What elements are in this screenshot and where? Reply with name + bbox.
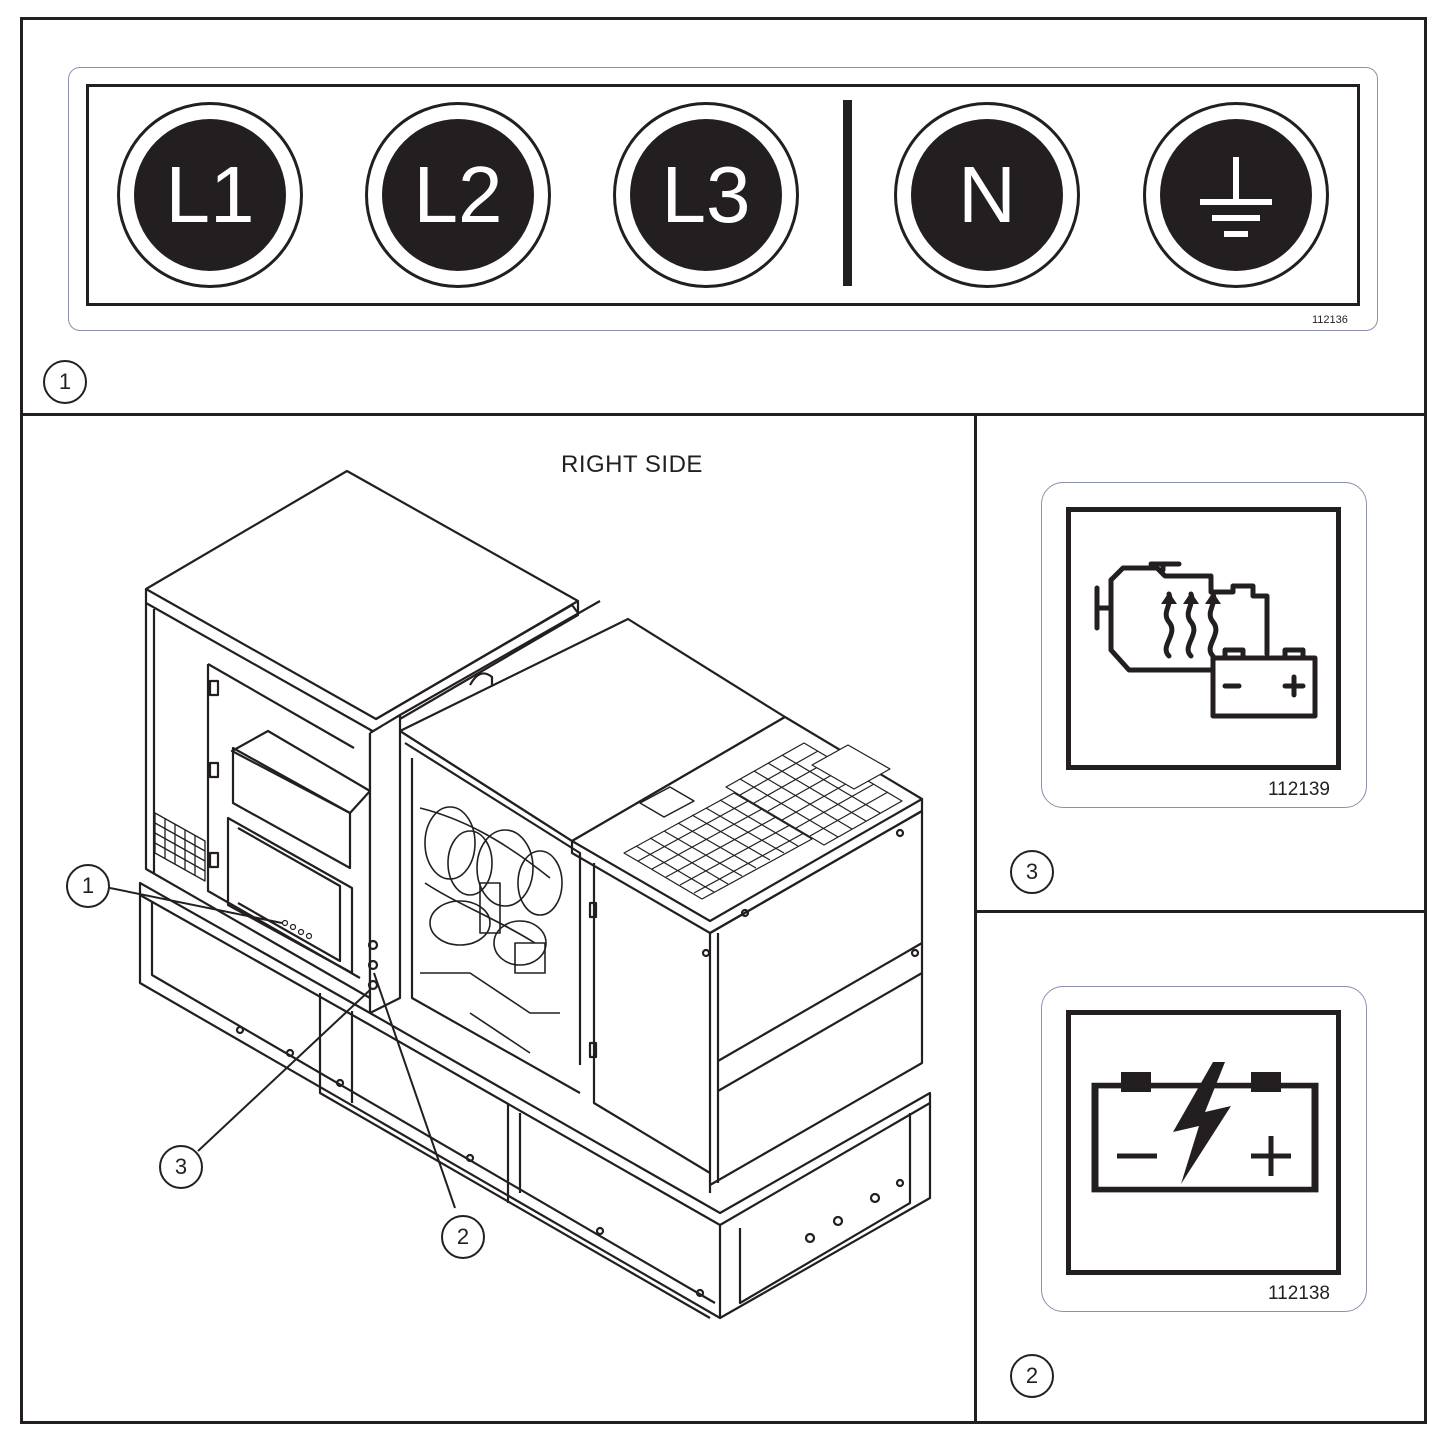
heater-decal-part-number: 112139: [1268, 779, 1330, 800]
terminal-n-badge: N: [894, 102, 1080, 288]
terminal-decal-outline: [68, 67, 1378, 331]
terminal-decal-part-number: 112136: [1312, 314, 1348, 326]
right-divider: [974, 910, 1427, 913]
view-title: RIGHT SIDE: [561, 451, 703, 478]
callout-2-main: 2: [441, 1215, 485, 1259]
heater-decal-border: [1066, 507, 1341, 770]
heater-decal-outline: [1041, 482, 1367, 808]
battery-decal-part-number: 112138: [1268, 1283, 1330, 1304]
terminal-decal-border: [86, 84, 1360, 306]
callout-1-main: 1: [66, 864, 110, 908]
battery-decal-outline: [1041, 986, 1367, 1312]
terminal-l2-label: L2: [382, 119, 534, 271]
leader-line-1: [109, 887, 283, 924]
engine-coolant-heater-battery-icon: [1094, 561, 1318, 719]
vertical-divider: [974, 413, 977, 1424]
battery-charging-icon: [1091, 1062, 1319, 1193]
terminal-l1-badge: L1: [117, 102, 303, 288]
generator-enclosure-drawing: [109, 469, 932, 1320]
terminal-l1-label: L1: [134, 119, 286, 271]
leader-line-2: [373, 972, 456, 1209]
terminal-separator-bar: [843, 100, 852, 286]
callout-3-main: 3: [159, 1145, 203, 1189]
leader-line-3: [197, 989, 371, 1152]
callout-2-decal: 2: [1010, 1354, 1054, 1398]
callout-1-top: 1: [43, 360, 87, 404]
battery-decal-border: [1066, 1010, 1341, 1275]
terminal-l2-badge: L2: [365, 102, 551, 288]
outer-frame: [20, 17, 1427, 1424]
ground-symbol-icon: [1160, 119, 1312, 271]
terminal-l3-badge: L3: [613, 102, 799, 288]
terminal-n-label: N: [911, 119, 1063, 271]
horizontal-divider: [20, 413, 1427, 416]
terminal-l3-label: L3: [630, 119, 782, 271]
terminal-ground-badge: [1143, 102, 1329, 288]
callout-3-decal: 3: [1010, 850, 1054, 894]
